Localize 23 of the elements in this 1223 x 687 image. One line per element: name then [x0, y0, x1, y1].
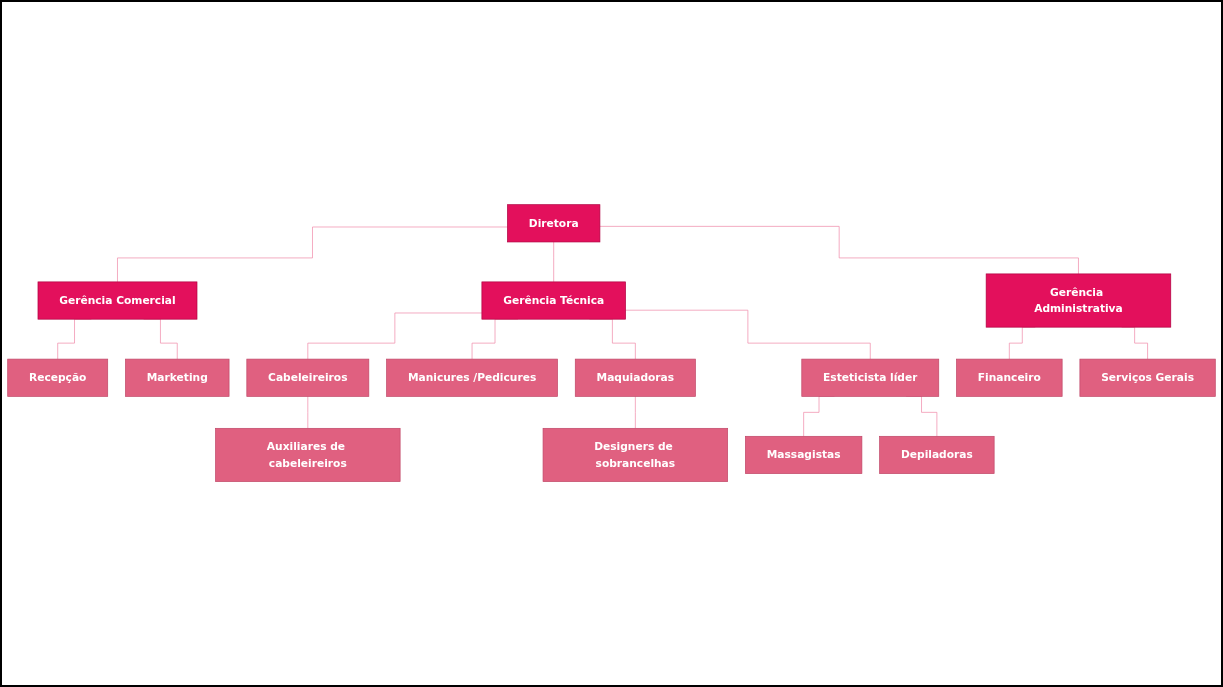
connector	[307, 396, 309, 430]
node-box: Massagistas	[745, 436, 863, 475]
connector	[599, 226, 1079, 275]
node-box: Cabeleireiros	[246, 359, 370, 398]
node-box: Financeiro	[956, 359, 1063, 398]
node-box: Designers de sobrancelhas	[542, 428, 728, 483]
node-box: Marketing	[125, 359, 230, 398]
node-box: Esteticista líder	[801, 359, 940, 398]
connector	[635, 396, 636, 430]
node-box: Gerência Comercial	[37, 281, 198, 320]
connector	[553, 241, 555, 283]
connector	[117, 227, 508, 283]
node-box: Manicures /Pedicures	[386, 359, 558, 398]
node-box: Gerência Administrativa	[985, 273, 1172, 328]
node-box: Gerência Técnica	[481, 281, 626, 320]
node-box: Auxiliares de cabeleireiros	[215, 428, 401, 483]
node-box: Recepção	[7, 359, 109, 398]
node-box: Maquiadoras	[574, 359, 696, 398]
node-box: Depiladoras	[879, 436, 995, 475]
node-box: Diretora	[507, 204, 601, 243]
connector	[625, 310, 871, 360]
connector	[307, 312, 483, 360]
node-box: Serviços Gerais	[1079, 359, 1216, 398]
